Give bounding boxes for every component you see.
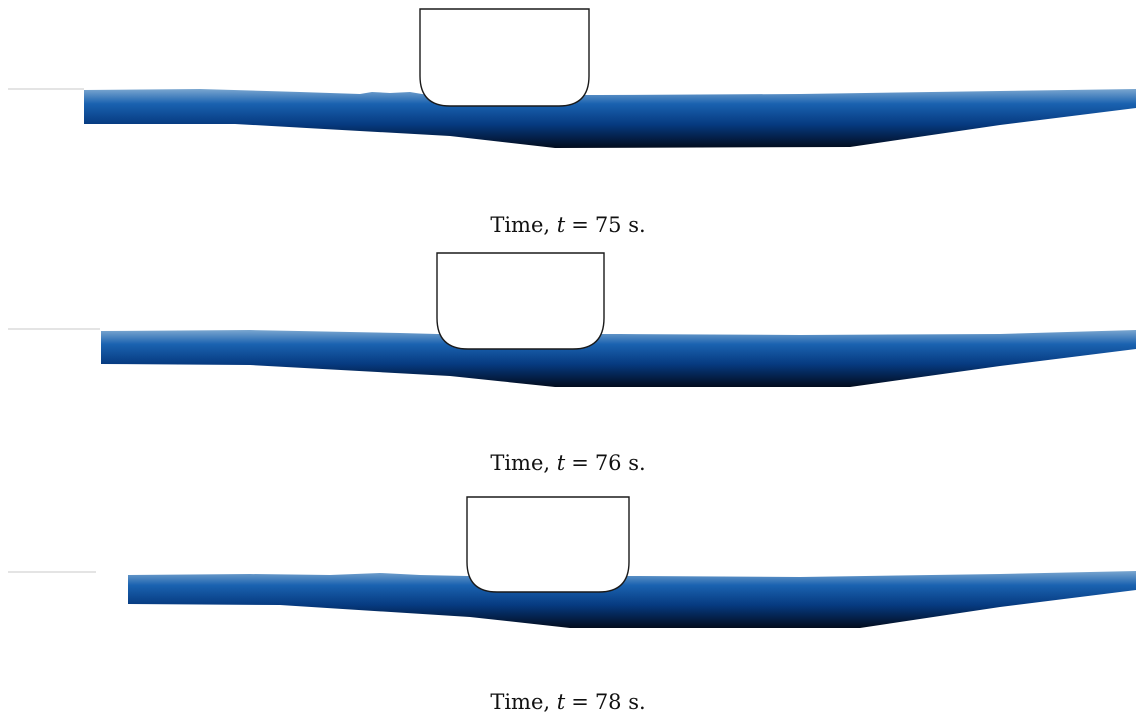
ship-hull [436, 252, 605, 350]
panel-t75 [8, 8, 1136, 148]
time-caption: Time, t=78 s. [0, 690, 1136, 714]
panel-t78 [8, 496, 1136, 628]
caption-variable: t [556, 451, 566, 475]
time-caption: Time, t=75 s. [0, 213, 1136, 237]
caption-unit: s. [628, 213, 646, 237]
caption-value: 75 [594, 213, 622, 237]
ship-hull [419, 8, 590, 107]
caption-value: 78 [594, 690, 622, 714]
caption-prefix: Time, [490, 690, 551, 714]
water-domain [128, 571, 1136, 628]
caption-value: 76 [594, 451, 622, 475]
panel-t76 [8, 252, 1136, 387]
caption-equals: = [571, 690, 589, 714]
caption-variable: t [556, 690, 566, 714]
water-domain [84, 89, 1136, 148]
time-caption: Time, t=76 s. [0, 451, 1136, 475]
caption-prefix: Time, [490, 213, 551, 237]
ship-hull [466, 496, 630, 593]
caption-equals: = [571, 213, 589, 237]
caption-prefix: Time, [490, 451, 551, 475]
caption-variable: t [556, 213, 566, 237]
caption-unit: s. [628, 451, 646, 475]
caption-equals: = [571, 451, 589, 475]
caption-unit: s. [628, 690, 646, 714]
water-domain [101, 330, 1136, 387]
